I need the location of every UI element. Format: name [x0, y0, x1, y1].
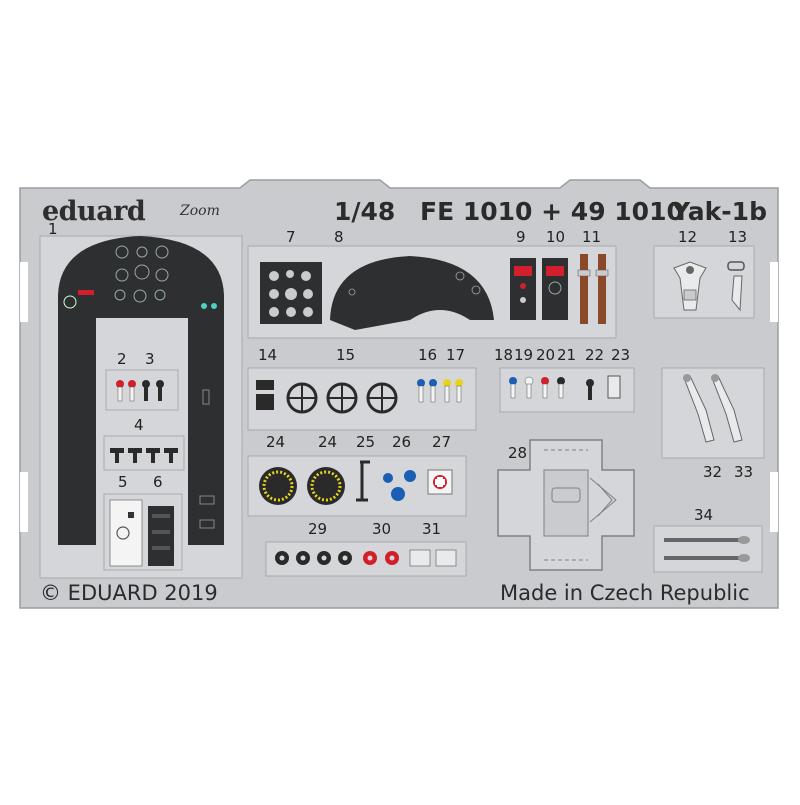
model-name: Yak-1b [672, 197, 767, 226]
brand-zoom-logo: Zoom [180, 203, 220, 219]
part-4-switches [103, 435, 185, 471]
part-number: 23 [611, 346, 631, 364]
product-code: FE 1010 + 49 1010 [420, 197, 684, 226]
part-number: 5 [118, 473, 128, 491]
part-number: 16 [418, 346, 438, 364]
part-32-33-rods [661, 367, 765, 459]
part-12-13-brackets [653, 245, 755, 319]
part-number: 22 [585, 346, 605, 364]
part-number: 1 [48, 220, 58, 238]
part-number: 21 [557, 346, 577, 364]
part-number: 3 [145, 350, 155, 368]
part-number: 20 [536, 346, 556, 364]
part-number: 32 [703, 463, 723, 481]
part-number: 8 [334, 228, 344, 246]
part-number: 2 [117, 350, 127, 368]
part-number: 10 [546, 228, 566, 246]
part-number: 27 [432, 433, 452, 451]
part-number: 11 [582, 228, 602, 246]
origin-text: Made in Czech Republic [500, 581, 750, 605]
part-34-rods [653, 525, 763, 573]
part-number: 25 [356, 433, 376, 451]
part-number: 7 [286, 228, 296, 246]
part-5-6-panels [103, 493, 183, 571]
brand-logo: eduard [42, 196, 146, 227]
part-14-17-wheels-levers [247, 367, 477, 431]
part-number: 19 [514, 346, 534, 364]
fret-notch [770, 262, 778, 322]
part-28-cross-frame [497, 439, 635, 571]
part-number: 18 [494, 346, 514, 364]
part-29-31-knobs [265, 541, 467, 577]
part-18-23-levers [499, 367, 635, 413]
part-number: 15 [336, 346, 356, 364]
part-number: 24 [318, 433, 338, 451]
part-number: 6 [153, 473, 163, 491]
part-number: 4 [134, 416, 144, 434]
part-number: 34 [694, 506, 714, 524]
part-number: 12 [678, 228, 698, 246]
upper-center-panel [247, 245, 617, 339]
fret-notch [20, 472, 28, 532]
part-number: 33 [734, 463, 754, 481]
part-24-27-gauges [247, 455, 467, 517]
copyright-text: © EDUARD 2019 [40, 581, 218, 605]
part-number: 26 [392, 433, 412, 451]
part-number: 28 [508, 444, 528, 462]
part-number: 31 [422, 520, 442, 538]
part-number: 30 [372, 520, 392, 538]
fret-notch [20, 262, 28, 322]
part-2-3-levers [105, 369, 179, 411]
part-number: 13 [728, 228, 748, 246]
part-number: 14 [258, 346, 278, 364]
scale-label: 1/48 [334, 197, 396, 226]
part-number: 17 [446, 346, 466, 364]
fret-notch [770, 472, 778, 532]
part-number: 9 [516, 228, 526, 246]
part-number: 24 [266, 433, 286, 451]
part-number: 29 [308, 520, 328, 538]
